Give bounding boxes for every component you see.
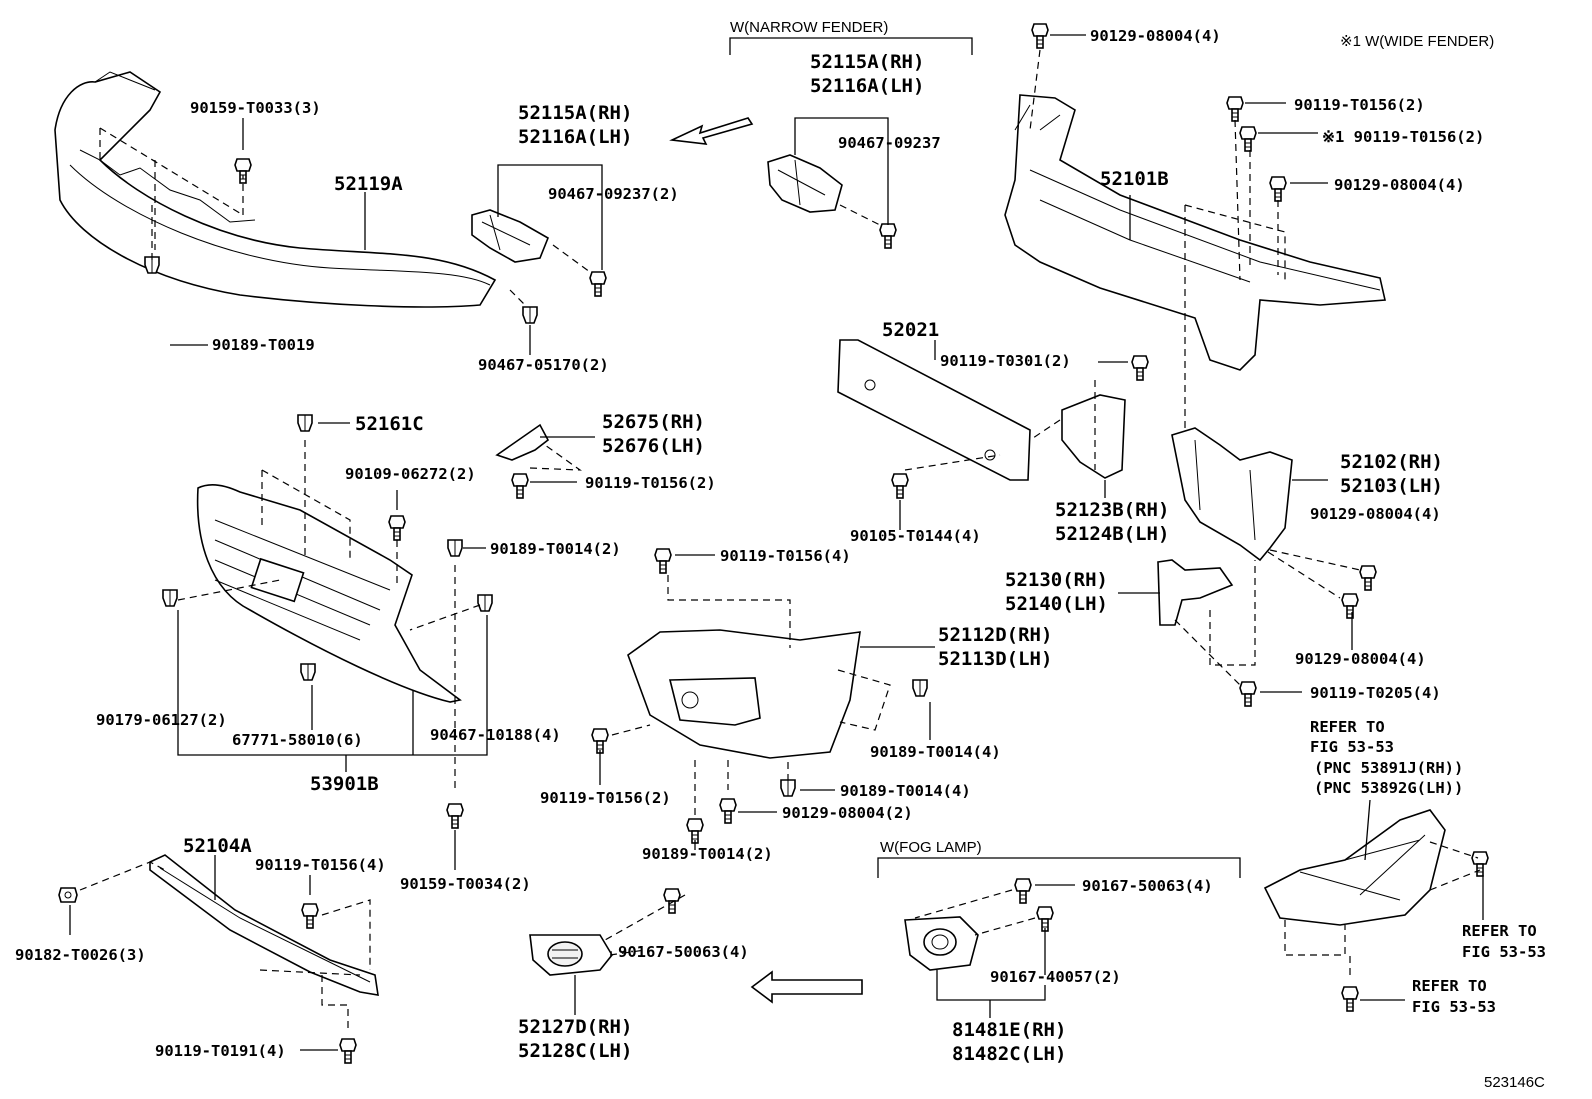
- label-52116A-a: 52116A(LH): [518, 126, 632, 148]
- label-52116A-b: 52116A(LH): [810, 75, 924, 97]
- label-52113D: 52113D(LH): [938, 648, 1052, 670]
- label-90189-T0014-end-b: 90189-T0014(4): [840, 782, 971, 800]
- label-90467-10188: 90467-10188(4): [430, 726, 561, 744]
- label-53901B: 53901B: [310, 773, 379, 795]
- label-90129-08004-mid: 90129-08004(4): [1334, 176, 1465, 194]
- label-90167-50063-fog: 90167-50063(4): [1082, 877, 1213, 895]
- bracket-52102: [1171, 427, 1293, 562]
- lower-spoiler-52104A: [149, 854, 379, 996]
- label-90179-06127: 90179-06127(2): [96, 711, 227, 729]
- refer-1-line1: REFER TO: [1310, 718, 1385, 736]
- license-bracket-52021: [837, 339, 1031, 481]
- support-52101B: [1004, 94, 1386, 371]
- label-90182-T0026: 90182-T0026(3): [15, 946, 146, 964]
- label-90119-T0301: 90119-T0301(2): [940, 352, 1071, 370]
- fog-cover-52127D: [529, 934, 613, 976]
- label-52675: 52675(RH): [602, 411, 705, 433]
- label-81481E: 81481E(RH): [952, 1019, 1066, 1041]
- label-90119-T0156-end: 90119-T0156(4): [720, 547, 851, 565]
- arrow-narrow-fender: [669, 117, 754, 145]
- label-52103: 52103(LH): [1340, 475, 1443, 497]
- label-90119-T0156-end-l: 90119-T0156(2): [540, 789, 671, 807]
- label-90119-T0156-top: 90119-T0156(2): [1294, 96, 1425, 114]
- label-90129-08004-end: 90129-08004(2): [782, 804, 913, 822]
- label-90467-09237: 90467-09237: [838, 134, 941, 152]
- label-90159-T0033: 90159-T0033(3): [190, 99, 321, 117]
- label-52124B: 52124B(LH): [1055, 523, 1169, 545]
- bracket-52123B: [1061, 394, 1126, 479]
- end-cap-52112D: [627, 629, 861, 759]
- label-52128C: 52128C(LH): [518, 1040, 632, 1062]
- labels: W(NARROW FENDER) ※1 W(WIDE FENDER) W(FOG…: [15, 19, 1546, 1091]
- label-52115A-b: 52115A(RH): [810, 51, 924, 73]
- label-90109-06272: 90109-06272(2): [345, 465, 476, 483]
- label-52161C: 52161C: [355, 413, 424, 435]
- label-90119-T0156-lower: 90119-T0156(4): [255, 856, 386, 874]
- label-90119-T0156-wide: ※1 90119-T0156(2): [1322, 128, 1484, 146]
- label-52102: 52102(RH): [1340, 451, 1443, 473]
- label-67771-58010: 67771-58010(6): [232, 731, 363, 749]
- refer-3-line2: FIG 53-53: [1412, 998, 1496, 1016]
- label-90119-T0156-clip: 90119-T0156(2): [585, 474, 716, 492]
- label-52119A: 52119A: [334, 173, 403, 195]
- label-52140: 52140(LH): [1005, 593, 1108, 615]
- label-90467-05170: 90467-05170(2): [478, 356, 609, 374]
- label-81482C: 81482C(LH): [952, 1043, 1066, 1065]
- label-90129-08004-r2: 90129-08004(4): [1295, 650, 1426, 668]
- label-90467-09237-2: 90467-09237(2): [548, 185, 679, 203]
- arrow-fog-lamp: [750, 970, 863, 1004]
- note-narrow-fender: W(NARROW FENDER): [730, 19, 888, 36]
- refer-1-line3: (PNC 53891J(RH)): [1314, 759, 1463, 777]
- bracket-52130: [1157, 559, 1234, 626]
- label-90129-08004-top: 90129-08004(4): [1090, 27, 1221, 45]
- note-fog-lamp: W(FOG LAMP): [880, 839, 982, 856]
- label-90105-T0144: 90105-T0144(4): [850, 527, 981, 545]
- label-52112D: 52112D(RH): [938, 624, 1052, 646]
- fog-lamp-81481E: [904, 916, 979, 971]
- label-90129-08004-r1: 90129-08004(4): [1310, 505, 1441, 523]
- label-52676: 52676(LH): [602, 435, 705, 457]
- label-52021: 52021: [882, 319, 939, 341]
- note-brackets: [729, 37, 1241, 878]
- label-52127D: 52127D(RH): [518, 1016, 632, 1038]
- label-90189-T0019: 90189-T0019: [212, 336, 315, 354]
- label-52101B: 52101B: [1100, 168, 1169, 190]
- label-52130: 52130(RH): [1005, 569, 1108, 591]
- grille-53901B: [196, 483, 462, 703]
- note-wide-fender: ※1 W(WIDE FENDER): [1340, 33, 1494, 50]
- label-90189-T0014-end-r: 90189-T0014(4): [870, 743, 1001, 761]
- label-90119-T0191: 90119-T0191(4): [155, 1042, 286, 1060]
- label-90119-T0205: 90119-T0205(4): [1310, 684, 1441, 702]
- splash-shield: [1263, 809, 1446, 926]
- refer-1-line2: FIG 53-53: [1310, 738, 1394, 756]
- diagram-id: 523146C: [1484, 1074, 1545, 1091]
- refer-2-line2: FIG 53-53: [1462, 943, 1546, 961]
- refer-1-line4: (PNC 53892G(LH)): [1314, 779, 1463, 797]
- bracket-52115A-narrow: [767, 154, 843, 213]
- label-52123B: 52123B(RH): [1055, 499, 1169, 521]
- refer-2-line1: REFER TO: [1462, 922, 1537, 940]
- label-52104A: 52104A: [183, 835, 252, 857]
- refer-3-line1: REFER TO: [1412, 977, 1487, 995]
- leader-lines: [69, 34, 1484, 1051]
- label-52115A-a: 52115A(RH): [518, 102, 632, 124]
- label-90189-T0014-grille: 90189-T0014(2): [490, 540, 621, 558]
- label-90167-50063-cover: 90167-50063(4): [618, 943, 749, 961]
- label-90167-40057: 90167-40057(2): [990, 968, 1121, 986]
- label-90189-T0014-end-bb: 90189-T0014(2): [642, 845, 773, 863]
- label-90159-T0034: 90159-T0034(2): [400, 875, 531, 893]
- bracket-52115A-left: [471, 209, 550, 263]
